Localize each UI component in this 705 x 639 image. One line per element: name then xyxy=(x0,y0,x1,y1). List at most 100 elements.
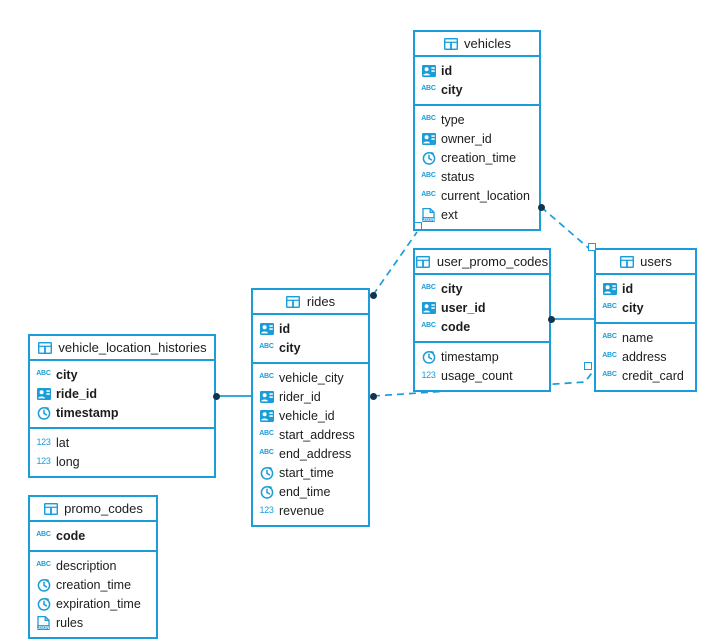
entity-header-vehicle_location_histories[interactable]: vehicle_location_histories xyxy=(30,336,214,361)
key-field-timestamp[interactable]: timestamp xyxy=(30,403,214,422)
key-field-user_id[interactable]: user_id xyxy=(415,298,549,317)
field-end_time[interactable]: end_time xyxy=(253,482,368,501)
field-expiration_time[interactable]: expiration_time xyxy=(30,594,156,613)
field-vehicle_id[interactable]: vehicle_id xyxy=(253,406,368,425)
abc-text-icon: ABC xyxy=(602,333,617,340)
relationship-source-dot-user_promo_codes-to-users[interactable] xyxy=(548,316,555,323)
table-icon xyxy=(416,254,431,269)
id-card-icon xyxy=(259,408,274,423)
id-card-icon xyxy=(259,389,274,404)
abc-text-icon: ABC xyxy=(602,352,617,359)
field-label: code xyxy=(441,319,471,334)
123-number-icon: 123 xyxy=(421,370,436,380)
key-field-id[interactable]: id xyxy=(596,279,695,298)
field-label: name xyxy=(622,330,654,345)
field-creation_time[interactable]: creation_time xyxy=(30,575,156,594)
relationship-source-dot-vehicles-to-users[interactable] xyxy=(538,204,545,211)
field-label: rider_id xyxy=(279,389,321,404)
relationship-source-dot-rides-to-users[interactable] xyxy=(370,393,377,400)
abc-text-icon: ABC xyxy=(421,191,436,198)
field-label: description xyxy=(56,558,117,573)
123-number-icon: 123 xyxy=(36,437,51,447)
relationship-target-marker-vehicles-to-users[interactable] xyxy=(588,243,596,251)
field-label: expiration_time xyxy=(56,596,141,611)
entity-title: users xyxy=(640,254,672,269)
field-rider_id[interactable]: rider_id xyxy=(253,387,368,406)
entity-title: promo_codes xyxy=(64,501,143,516)
field-rules[interactable]: JSON rules xyxy=(30,613,156,632)
field-usage_count[interactable]: 123 usage_count xyxy=(415,366,549,385)
field-label: id xyxy=(279,321,291,336)
field-creation_time[interactable]: creation_time xyxy=(415,148,539,167)
key-field-city[interactable]: ABC city xyxy=(415,80,539,99)
field-timestamp[interactable]: timestamp xyxy=(415,347,549,366)
entity-header-user_promo_codes[interactable]: user_promo_codes xyxy=(415,250,549,275)
abc-text-icon: ABC xyxy=(421,85,436,92)
key-field-city[interactable]: ABC city xyxy=(415,279,549,298)
123-number-icon: 123 xyxy=(259,505,274,515)
relationship-vehicles-to-users[interactable] xyxy=(540,206,593,252)
field-label: usage_count xyxy=(441,368,513,383)
key-field-id[interactable]: id xyxy=(415,61,539,80)
field-label: city xyxy=(441,281,463,296)
entity-header-users[interactable]: users xyxy=(596,250,695,275)
entity-title: vehicles xyxy=(464,36,511,51)
field-owner_id[interactable]: owner_id xyxy=(415,129,539,148)
abc-text-icon: ABC xyxy=(259,430,274,437)
relationship-target-marker-rides-to-vehicles[interactable] xyxy=(414,222,422,230)
relationship-source-dot-rides-to-vehicles[interactable] xyxy=(370,292,377,299)
field-label: rules xyxy=(56,615,84,630)
json-file-icon: JSON xyxy=(36,615,51,630)
entity-header-vehicles[interactable]: vehicles xyxy=(415,32,539,57)
relationship-source-dot-vehicle_location_histories-to-rides[interactable] xyxy=(213,393,220,400)
field-label: user_id xyxy=(441,300,486,315)
id-card-icon xyxy=(602,281,617,296)
field-label: end_address xyxy=(279,446,352,461)
abc-text-icon: ABC xyxy=(421,284,436,291)
key-field-id[interactable]: id xyxy=(253,319,368,338)
field-label: timestamp xyxy=(441,349,499,364)
field-start_time[interactable]: start_time xyxy=(253,463,368,482)
entity-header-promo_codes[interactable]: promo_codes xyxy=(30,497,156,522)
field-name[interactable]: ABC name xyxy=(596,328,695,347)
relationship-target-marker-rides-to-users[interactable] xyxy=(584,362,592,370)
field-label: city xyxy=(441,82,463,97)
id-card-icon xyxy=(421,131,436,146)
field-label: start_time xyxy=(279,465,334,480)
entity-header-rides[interactable]: rides xyxy=(253,290,368,315)
field-label: ride_id xyxy=(56,386,97,401)
clock-icon xyxy=(36,577,51,592)
relationship-rides-to-vehicles[interactable] xyxy=(372,231,418,296)
table-icon xyxy=(619,254,634,269)
key-field-ride_id[interactable]: ride_id xyxy=(30,384,214,403)
